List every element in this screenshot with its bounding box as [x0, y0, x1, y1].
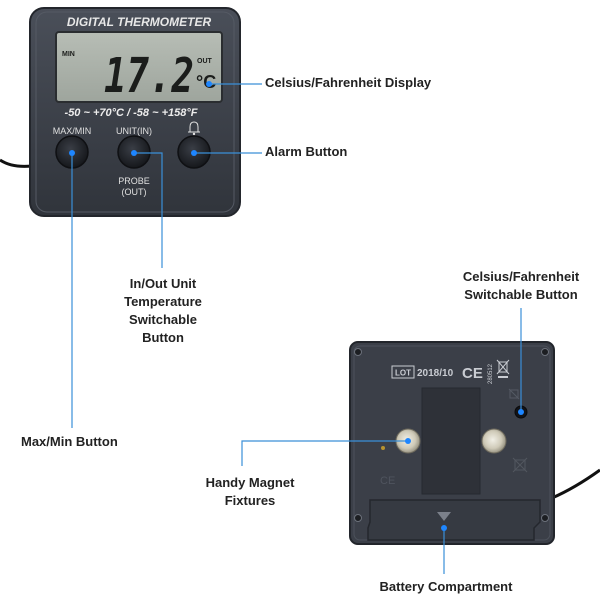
callout-magnets-line: Handy Magnet: [205, 475, 295, 490]
brand-label: DIGITAL THERMOMETER: [67, 15, 212, 29]
magnet-right: [481, 428, 507, 454]
embossed-symbol-icon: [508, 388, 520, 400]
leader-lines: [71, 83, 522, 574]
callout-unit-switch-line: Switchable: [129, 312, 197, 327]
callout-unit-switch-line: In/Out Unit: [129, 276, 197, 291]
center-recess: [421, 387, 481, 495]
dot-alarm: [191, 150, 197, 156]
weee-bin-icon: [496, 359, 510, 378]
callout-unit-switch-line: Temperature: [124, 294, 202, 309]
lot-label: LOT: [395, 369, 411, 378]
battery-cover[interactable]: [367, 499, 541, 541]
callout-cf-switch-line: Celsius/Fahrenheit: [462, 269, 580, 284]
leader-magnet: [241, 440, 408, 466]
front-unit: DIGITAL THERMOMETER MIN 17.2 OUT °C -50 …: [29, 7, 241, 217]
bell-icon: [188, 121, 200, 136]
callout-magnets: Handy Magnet Fixtures: [192, 474, 308, 510]
unit-label: UNIT(IN): [116, 126, 152, 136]
lcd-reading: 17.2: [104, 48, 194, 104]
screw-icon: [354, 514, 362, 522]
lcd-out-tag: OUT: [197, 58, 213, 65]
lcd-min-tag: MIN: [62, 51, 75, 58]
arrow-down-icon: [437, 512, 451, 521]
dot-unit: [131, 150, 137, 156]
callout-battery: Battery Compartment: [379, 579, 513, 594]
lcd-screen: [55, 31, 223, 103]
callout-cf-switch: Celsius/Fahrenheit Switchable Button: [446, 268, 596, 304]
probe-cable-right: [551, 468, 600, 500]
embossed-bin-icon: [512, 457, 528, 473]
callout-display: Celsius/Fahrenheit Display: [265, 75, 432, 90]
screw-icon: [354, 348, 362, 356]
callout-magnets-line: Fixtures: [224, 493, 276, 508]
lot-date: 2018/10: [417, 368, 454, 379]
probe-cable-left: [0, 158, 33, 168]
ce-mark: CE: [462, 365, 483, 382]
callout-unit-switch: In/Out Unit Temperature Switchable Butto…: [102, 275, 224, 347]
leader-unit: [134, 152, 163, 268]
dot-display: [206, 81, 212, 87]
leader-dots: [69, 81, 524, 531]
callout-alarm: Alarm Button: [265, 144, 348, 159]
callout-max-min: Max/Min Button: [21, 434, 118, 449]
probe-label-line2: (OUT): [122, 187, 147, 197]
dot-magnet: [405, 438, 411, 444]
callout-unit-switch-line: Button: [142, 330, 184, 345]
embossed-ce-mark: CE: [380, 475, 395, 487]
dot-cf: [518, 409, 524, 415]
back-unit: LOT 2018/10 CE 280512 CE: [349, 341, 555, 545]
screw-icon: [541, 348, 549, 356]
small-hole: [381, 446, 385, 450]
model-code: 280512: [488, 363, 494, 384]
max-min-label: MAX/MIN: [53, 126, 92, 136]
callout-cf-switch-line: Switchable Button: [464, 287, 578, 302]
screw-icon: [541, 514, 549, 522]
range-text: -50 ~ +70°C / -58 ~ +158°F: [65, 107, 198, 119]
probe-label-line1: PROBE: [118, 176, 150, 186]
lcd-unit: °C: [196, 72, 216, 92]
dot-battery: [441, 525, 447, 531]
dot-maxmin: [69, 150, 75, 156]
